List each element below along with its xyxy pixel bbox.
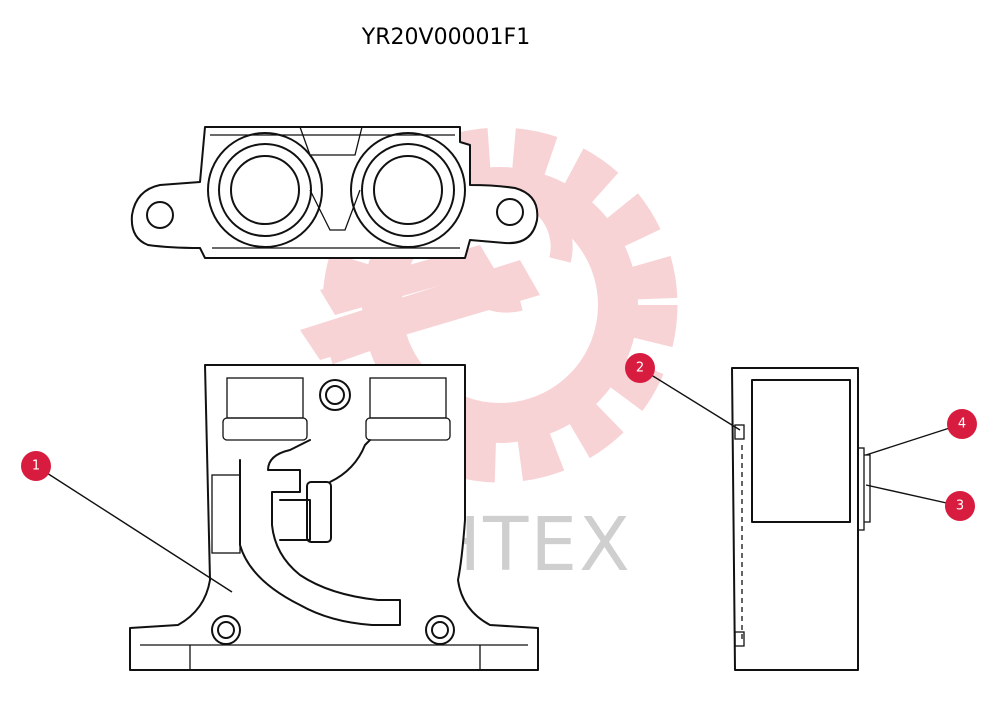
callout-label: 3 — [956, 499, 964, 514]
leader-lines — [35, 367, 963, 593]
callout-1: 1 — [21, 451, 51, 481]
callout-3: 3 — [945, 491, 975, 521]
callout-label: 4 — [958, 417, 966, 432]
side-view — [731, 367, 871, 671]
callout-2: 2 — [625, 353, 655, 383]
callout-4: 4 — [947, 409, 977, 439]
callout-label: 2 — [636, 361, 644, 376]
front-view — [129, 364, 539, 671]
callout-label: 1 — [32, 459, 40, 474]
part-code-title: YR20V00001F1 — [361, 25, 530, 50]
top-view — [130, 126, 539, 259]
